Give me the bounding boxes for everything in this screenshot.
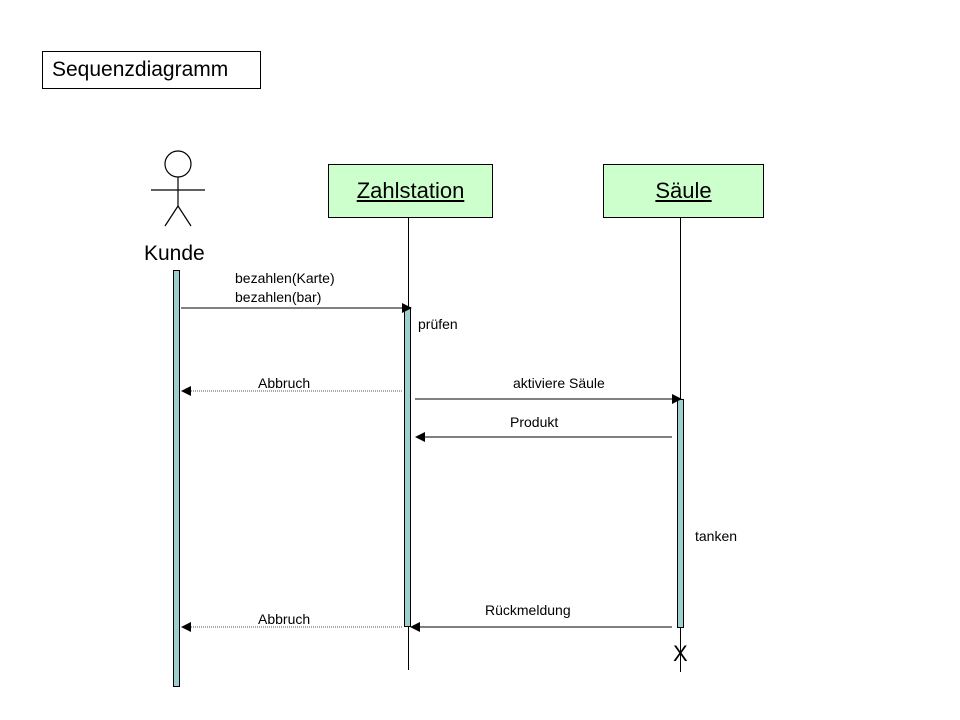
destroy-marker: X	[673, 641, 688, 666]
actor-label-kunde: Kunde	[144, 242, 205, 265]
message-label-bezahlen-bar: bezahlen(bar)	[235, 289, 322, 305]
arrow-abbruch-1	[181, 386, 402, 396]
object-saeule: Säule	[603, 164, 764, 218]
message-label-tanken: tanken	[695, 528, 738, 544]
arrow-rueckmeldung	[410, 622, 672, 632]
stick-figure-icon	[151, 150, 205, 227]
activation-kunde	[173, 270, 180, 687]
arrow-produkt	[415, 432, 672, 442]
message-label-rueckmeldung: Rückmeldung	[485, 602, 571, 618]
arrow-bezahlen	[181, 303, 412, 313]
message-label-pruefen: prüfen	[418, 316, 458, 332]
message-label-abbruch-2: Abbruch	[258, 611, 311, 627]
message-label-abbruch-1: Abbruch	[258, 375, 311, 391]
message-label-aktiviere-saeule: aktiviere Säule	[513, 375, 605, 391]
arrow-aktiviere-saeule	[415, 394, 682, 404]
message-label-produkt: Produkt	[510, 414, 559, 430]
object-zahlstation: Zahlstation	[328, 164, 493, 218]
message-label-bezahlen-karte: bezahlen(Karte)	[235, 270, 335, 286]
diagram-title: Sequenzdiagramm	[42, 51, 261, 89]
arrow-abbruch-2	[181, 622, 402, 632]
